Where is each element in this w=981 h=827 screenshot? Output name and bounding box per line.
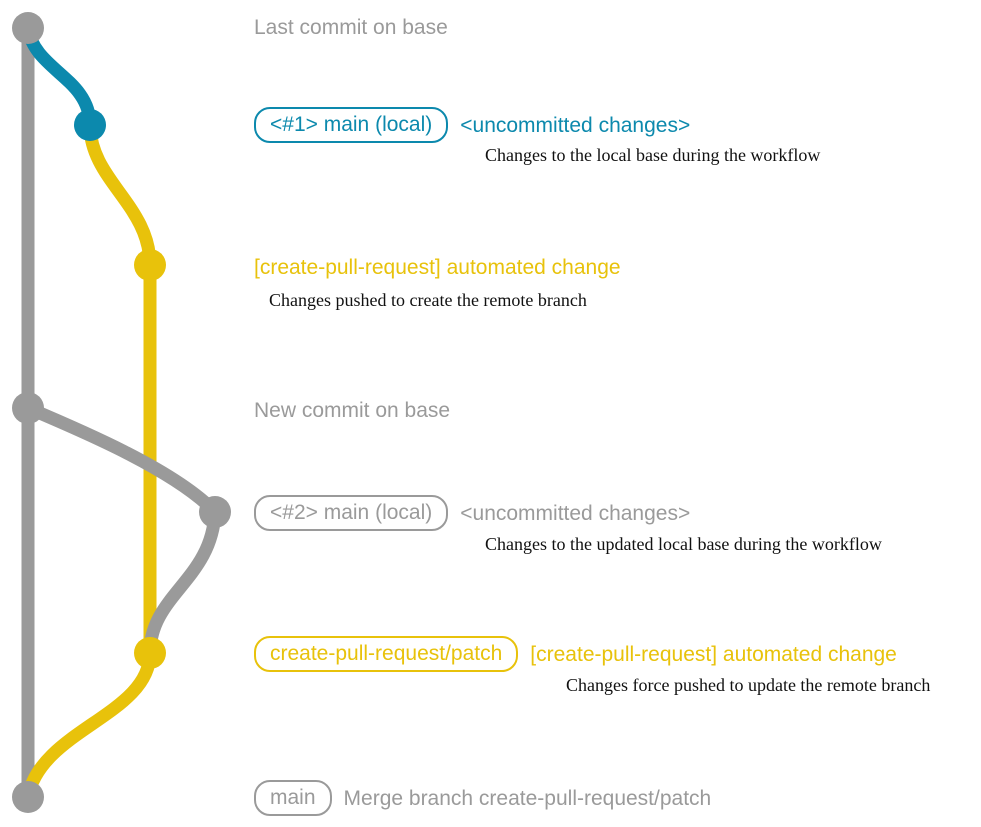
commit-message: Last commit on base — [254, 15, 448, 39]
commit-row-base-3: main Merge branch create-pull-request/pa… — [254, 780, 712, 816]
commit-row-patch-2: create-pull-request/patch [create-pull-r… — [254, 636, 897, 672]
commit-node-base-3[interactable] — [12, 781, 44, 813]
branch-badge-main-local-1[interactable]: <#1> main (local) — [254, 107, 449, 143]
edge-local1-to-patch1 — [83, 118, 157, 272]
commit-description: Changes pushed to create the remote bran… — [269, 290, 587, 310]
commit-node-local-2[interactable] — [199, 496, 231, 528]
commit-node-base-1[interactable] — [12, 12, 44, 44]
commit-message: Merge branch create-pull-request/patch — [343, 786, 712, 810]
branch-badge-main[interactable]: main — [254, 780, 332, 816]
commit-message: [create-pull-request] automated change — [530, 642, 897, 666]
commit-message: <uncommitted changes> — [460, 113, 691, 137]
commit-nodes — [12, 12, 231, 813]
commit-message: <uncommitted changes> — [460, 501, 691, 525]
branch-badge-create-pull-request-patch[interactable]: create-pull-request/patch — [254, 636, 519, 672]
edge-patch2-to-base3 — [21, 646, 157, 804]
commit-node-local-1[interactable] — [74, 109, 106, 141]
commit-description: Changes force pushed to update the remot… — [566, 675, 931, 695]
commit-row-base-2: New commit on base — [254, 395, 450, 425]
commit-row-patch-1: [create-pull-request] automated change — [254, 252, 621, 282]
commit-node-base-2[interactable] — [12, 392, 44, 424]
commit-description: Changes to the local base during the wor… — [485, 145, 821, 165]
commit-message: [create-pull-request] automated change — [254, 255, 621, 279]
commit-row-local-1: <#1> main (local) <uncommitted changes> — [254, 107, 691, 143]
edge-local2-to-patch2 — [143, 505, 222, 660]
commit-row-base-1: Last commit on base — [254, 12, 448, 42]
commit-node-patch-2[interactable] — [134, 637, 166, 669]
edge-base2-to-local2 — [21, 401, 222, 519]
commit-message: New commit on base — [254, 398, 451, 422]
commit-node-patch-1[interactable] — [134, 249, 166, 281]
edge-base1-to-local1 — [21, 21, 97, 132]
commit-description: Changes to the updated local base during… — [485, 534, 882, 554]
branch-badge-main-local-2[interactable]: <#2> main (local) — [254, 495, 449, 531]
commit-row-local-2: <#2> main (local) <uncommitted changes> — [254, 495, 691, 531]
